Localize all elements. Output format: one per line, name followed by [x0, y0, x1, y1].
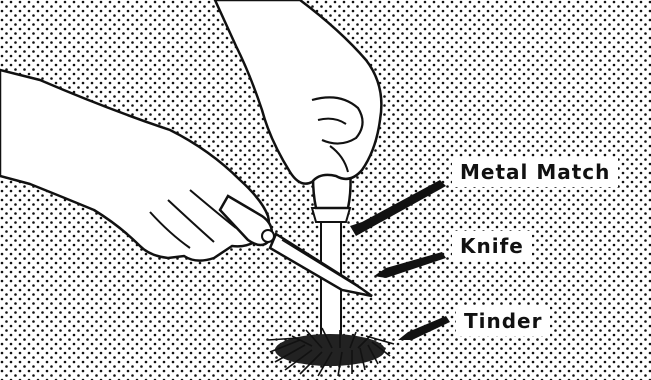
- metal-match-label: Metal Match: [452, 157, 618, 187]
- knife-label: Knife: [452, 231, 532, 261]
- tinder-label: Tinder: [456, 306, 550, 336]
